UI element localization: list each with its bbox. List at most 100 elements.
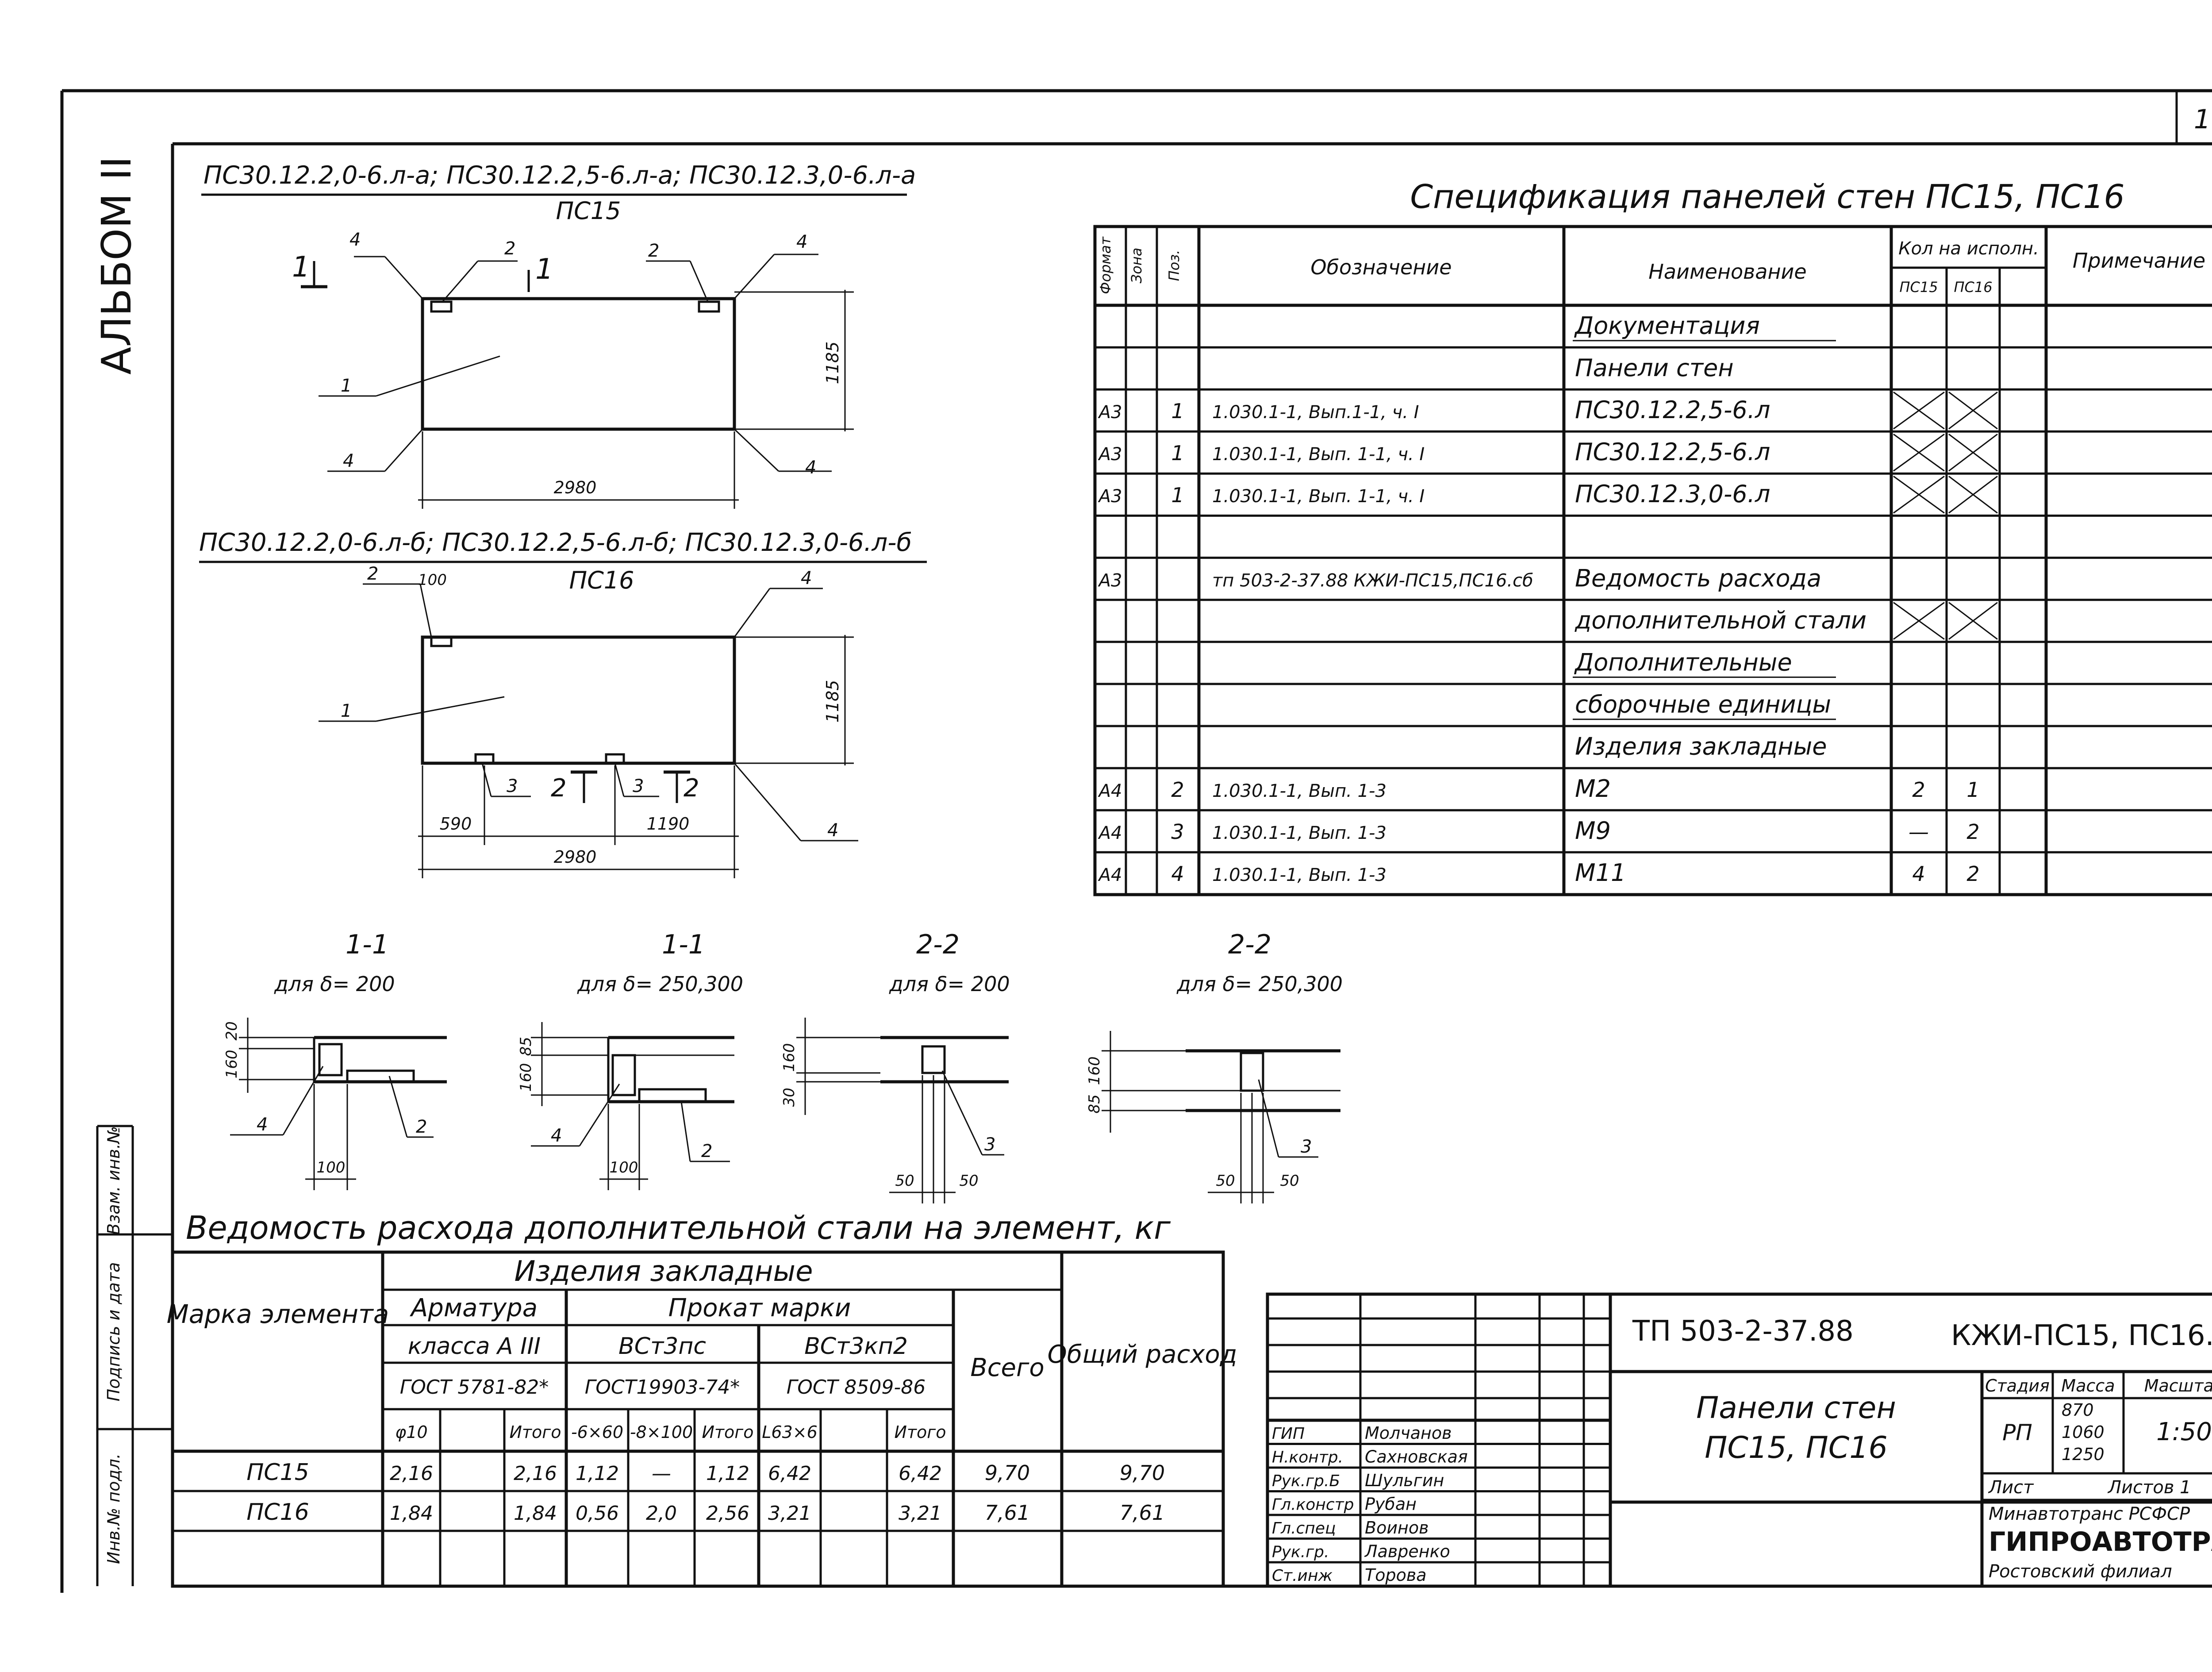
spec-cell-name: М2	[1575, 775, 1611, 803]
pc15-header: ПС30.12.2,0-6.л-а; ПС30.12.2,5-6.л-а; ПС…	[204, 161, 916, 190]
spec-cell-q2: 1	[1966, 778, 1979, 802]
tb-person-name: Шульгин	[1365, 1471, 1444, 1490]
tb-person-role: Рук.гр.Б	[1272, 1472, 1340, 1490]
steel-h-vst3kp2-gost: ГОСТ 8509-86	[787, 1376, 926, 1399]
section-caption: для δ= 250,300	[1176, 972, 1343, 996]
tb-person-name: Воинов	[1365, 1518, 1429, 1537]
steel-row-mark: ПС15	[246, 1459, 309, 1486]
section-1-1-250: 1-1 для δ= 250,300 85 160 100 4 2	[517, 929, 743, 1190]
tb-sheet: Лист	[1988, 1477, 2034, 1498]
section-label-4: 4	[257, 1115, 268, 1135]
spec-cross-pc16	[1948, 392, 1998, 430]
pc16-dim-590: 590	[440, 814, 472, 834]
pc16-embedded-top	[430, 636, 453, 647]
spec-cell-name: ПС30.12.2,5-6.л	[1575, 396, 1770, 424]
section-dim-c: 100	[317, 1159, 346, 1176]
steel-row-value: 0,56	[576, 1502, 619, 1525]
spec-cell-q2: 2	[1966, 862, 1979, 886]
spec-cell-pos: 1	[1171, 441, 1184, 465]
tb-sheets: Листов 1	[2107, 1477, 2191, 1498]
spec-cell-format: А3	[1098, 402, 1122, 423]
section-label-4: 4	[551, 1126, 562, 1146]
tb-person-name: Рубан	[1365, 1495, 1417, 1514]
spec-title: Спецификация панелей стен ПС15, ПС16	[1410, 178, 2124, 216]
spec-cell-q1: 4	[1912, 862, 1925, 886]
spec-cell-name: М9	[1575, 817, 1611, 845]
steel-subheader: L63×6	[762, 1422, 818, 1442]
pc15-label-4c: 4	[343, 451, 354, 471]
steel-h-embedded: Изделия закладные	[515, 1255, 813, 1288]
steel-row-value: 1,84	[390, 1502, 433, 1525]
spec-cell-name: Ведомость расхода	[1575, 564, 1821, 592]
steel-h-rebar-class: класса А III	[408, 1333, 541, 1360]
tb-name-line1: Панели стен	[1696, 1391, 1896, 1426]
section-label-2: 2	[416, 1117, 427, 1137]
sheet-number-box	[2175, 89, 2212, 145]
spec-cross-pc16	[1948, 602, 1998, 640]
section-title: 1-1	[346, 929, 389, 960]
pc15-dim-width: 2980	[554, 478, 597, 497]
steel-h-vst3kp2: ВСт3кп2	[804, 1333, 908, 1360]
pc15-label-2b: 2	[648, 241, 659, 261]
steel-h-vst3ps: ВСт3пс	[618, 1333, 706, 1360]
steel-h-vst3ps-gost: ГОСТ19903-74*	[585, 1376, 740, 1399]
spec-cell-q1: —	[1909, 820, 1929, 844]
section-caption: для δ= 250,300	[577, 972, 743, 996]
spec-h-qty: Кол на исполн.	[1898, 238, 2039, 259]
spec-cell-q2: 2	[1966, 820, 1979, 844]
steel-row-value: 1,12	[576, 1462, 619, 1485]
tb-h-mass: Масса	[2061, 1376, 2115, 1395]
pc15-title: ПС15	[556, 197, 621, 225]
tb-person-role: Гл.констр	[1272, 1496, 1354, 1514]
steel-h-total: Всего	[970, 1353, 1044, 1382]
pc16-label-3a: 3	[507, 776, 518, 796]
pc15-label-4b: 4	[796, 232, 807, 252]
section-dim-b: 30	[780, 1088, 798, 1107]
tb-h-stage: Стадия	[1985, 1376, 2050, 1395]
steel-row-overall: 9,70	[1120, 1461, 1165, 1485]
spec-cross-pc16	[1948, 434, 1998, 472]
pc15-embedded-left	[430, 300, 453, 313]
section-dim-a: 160	[780, 1043, 798, 1072]
tb-name-line2: ПС15, ПС16	[1705, 1430, 1888, 1465]
tb-person-role: Н.контр.	[1272, 1449, 1343, 1467]
steel-row-value: —	[652, 1462, 671, 1485]
pc16-cut-left: 2	[551, 774, 567, 803]
pc15-dim-height: 1185	[823, 342, 842, 384]
spec-cell-format: А3	[1098, 444, 1122, 465]
tb-person-role: ГИП	[1272, 1425, 1305, 1443]
pc16-label-1: 1	[341, 701, 352, 721]
spec-cell-pos: 1	[1171, 483, 1184, 507]
pc16-header: ПС30.12.2,0-6.л-б; ПС30.12.2,5-6.л-б; ПС…	[199, 528, 912, 557]
spec-cell-q1: 2	[1912, 778, 1925, 802]
section-label-3: 3	[1301, 1137, 1312, 1157]
spec-cell-designation: 1.030.1-1, Вып. 1-3	[1212, 865, 1386, 885]
spec-h-pc16: ПС16	[1954, 279, 1992, 296]
spec-cell-name: сборочные единицы	[1575, 691, 1831, 719]
spec-h-zone: Зона	[1128, 248, 1145, 284]
pc16-label-4a: 4	[801, 568, 812, 588]
pc15-drawing: ПС30.12.2,0-6.л-а; ПС30.12.2,5-6.л-а; ПС…	[201, 161, 916, 509]
section-dim-a: 85	[517, 1037, 535, 1056]
spec-cell-pos: 3	[1171, 820, 1184, 844]
tb-person-name: Сахновская	[1365, 1447, 1468, 1467]
spec-h-pos: Поз.	[1166, 250, 1183, 281]
stamp-inv-original: Инв.№ подл.	[104, 1453, 123, 1564]
steel-subheader: Итого	[509, 1422, 561, 1442]
tb-doc: КЖИ-ПС15, ПС16.сб	[1951, 1319, 2212, 1352]
spec-h-note: Примечание	[2073, 249, 2205, 273]
tb-org-1: Минавтотранс РСФСР	[1989, 1504, 2190, 1524]
steel-row-value: 3,21	[768, 1502, 811, 1525]
steel-title: Ведомость расхода дополнительной стали н…	[186, 1209, 1171, 1246]
side-stamp: Инв.№ подл. Подпись и дата Взам. инв.№	[96, 1125, 173, 1586]
steel-row-value: 2,16	[390, 1462, 433, 1485]
section-title: 2-2	[1228, 929, 1271, 960]
spec-cross-pc16	[1948, 476, 1998, 514]
spec-cell-name: Панели стен	[1575, 354, 1734, 382]
steel-row-total: 7,61	[985, 1501, 1030, 1525]
steel-row-value: 3,21	[899, 1502, 942, 1525]
pc16-dim-height: 1185	[823, 680, 842, 723]
tb-person-name: Торова	[1365, 1565, 1427, 1585]
